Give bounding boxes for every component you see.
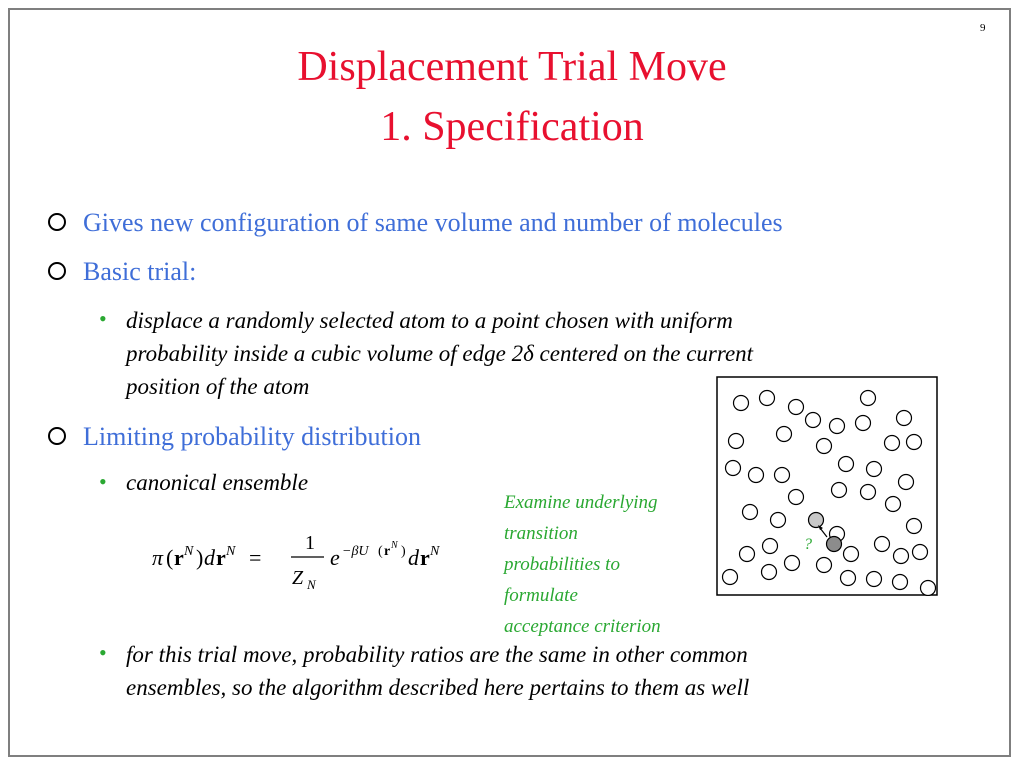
atom-circle [783,554,801,572]
atom-circle [895,409,913,427]
note-line: formulate [504,585,578,606]
atom-circle [747,466,765,484]
subbullet-dot-icon: • [99,469,107,494]
slide-subtitle: 1. Specification [380,104,644,150]
atom-circle [815,437,833,455]
slide-title: Displacement Trial Move [297,44,727,90]
atom-circle [721,568,739,586]
ratios-line-1: for this trial move, probability ratios … [126,642,748,667]
atom-circle [828,417,846,435]
atom-circle [741,503,759,521]
atom-circle [897,473,915,491]
eq-r: r [420,545,430,570]
eq-Z: Z [292,567,304,589]
displacement-arrow [819,527,828,538]
acceptance-note: Examine underlying transition probabilit… [504,487,714,642]
eq-exp-N: N [390,540,399,551]
atom-circle [839,569,857,587]
page-number: 9 [980,22,986,34]
atom-circle [830,481,848,499]
atom-circle [905,517,923,535]
question-mark: ? [804,536,812,553]
displace-line-2a: probability inside a cubic volume of edg… [126,341,524,366]
atom-circle [727,432,745,450]
atom-circle [911,543,929,561]
displace-line-1: displace a randomly selected atom to a p… [126,308,733,333]
atom-circle [865,570,883,588]
atom-circle [873,535,891,553]
atom-circle [724,459,742,477]
atom-circle [884,495,902,513]
note-line: Examine underlying [504,492,658,513]
atom-circle [775,425,793,443]
eq-d: d [204,545,216,570]
eq-paren-close: ) [196,545,203,570]
atom-circle [865,460,883,478]
simulation-box-diagram: ? [716,376,938,596]
subbullet-displace: displace a randomly selected atom to a p… [126,304,966,403]
eq-N-sub: N [306,577,317,592]
atom-circle [732,394,750,412]
arrow-head-icon [818,525,823,530]
displace-line-2b: centered on the current [533,341,754,366]
atom-old-position [807,511,825,529]
slide-frame [8,8,1011,757]
note-line: probabilities to [504,554,620,575]
atom-circle [883,434,901,452]
bullet-ring-icon [48,213,66,231]
atom-circle [761,537,779,555]
atom-circle [919,579,937,596]
subbullet-other-ensembles: for this trial move, probability ratios … [126,638,986,704]
bullet-gives-new-configuration: Gives new configuration of same volume a… [83,208,783,237]
bullet-limiting-distribution: Limiting probability distribution [83,422,421,451]
delta-symbol: δ [523,341,534,366]
eq-exp-r: r [384,544,390,559]
atom-circle [787,488,805,506]
atom-circle [758,389,776,407]
eq-pi: π [152,545,164,570]
atom-circle [891,573,909,591]
atom-circle [842,545,860,563]
eq-e: e [330,545,340,570]
eq-exp-paren-open: ( [378,544,383,559]
atom-circle [787,398,805,416]
eq-r: r [174,545,184,570]
bullet-ring-icon [48,262,66,280]
subbullet-dot-icon: • [99,640,107,665]
bullet-ring-icon [48,427,66,445]
atom-circle [804,411,822,429]
atom-circle [905,433,923,451]
equation: π ( r N ) d r N = 1 Z N e −βU ( r N ) d … [152,532,440,592]
bullet-basic-trial: Basic trial: [83,257,197,286]
subbullet-dot-icon: • [99,306,107,331]
displace-line-2: probability inside a cubic volume of edg… [126,337,966,370]
atom-circle [769,511,787,529]
eq-exp-paren-close: ) [401,544,406,559]
eq-d: d [408,545,420,570]
atom-circle [760,563,778,581]
eq-equals: = [249,545,261,570]
displace-line-3: position of the atom [126,374,310,399]
subbullet-canonical: canonical ensemble [126,470,309,495]
eq-exponent: −βU [342,544,369,559]
atom-circle [859,389,877,407]
atom-circle [837,455,855,473]
eq-r: r [216,545,226,570]
atom-circle [859,483,877,501]
eq-paren-open: ( [166,545,173,570]
ratios-line-2: ensembles, so the algorithm described he… [126,675,750,700]
atom-circle [773,466,791,484]
atom-circle [815,556,833,574]
atom-new-position [825,535,843,553]
eq-N-sup: N [183,544,194,559]
eq-N-sup: N [429,544,440,559]
note-line: acceptance criterion [504,616,661,637]
atom-circle [892,547,910,565]
atom-circle [738,545,756,563]
atom-circle [854,414,872,432]
eq-N-sup: N [225,544,236,559]
note-line: transition [504,523,578,544]
eq-numerator: 1 [305,532,315,554]
